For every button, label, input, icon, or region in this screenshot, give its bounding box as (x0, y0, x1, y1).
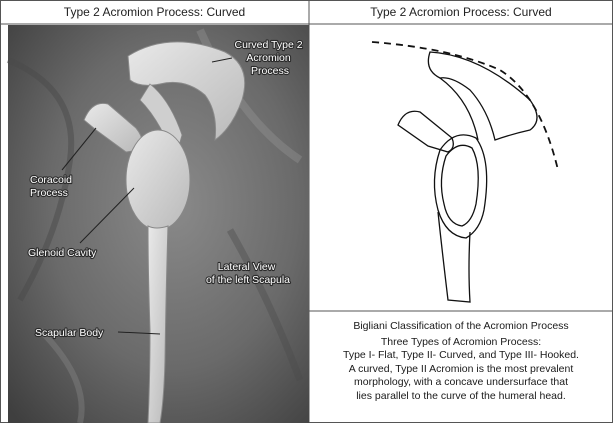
caption-heading: Bigliani Classification of the Acromion … (312, 320, 610, 334)
label-coracoid-line1: Coracoid (30, 174, 72, 186)
caption: Bigliani Classification of the Acromion … (312, 320, 610, 404)
label-lateral-view: Lateral View of the left Scapula (206, 261, 290, 286)
right-panel-title: Type 2 Acromion Process: Curved (309, 0, 613, 24)
left-panel-title: Type 2 Acromion Process: Curved (0, 0, 309, 24)
scapula-photo: Curved Type 2 Acromion Process Coracoid … (8, 25, 309, 423)
label-acromion-line2: Acromion (246, 52, 291, 64)
caption-line: Type I- Flat, Type II- Curved, and Type … (312, 349, 610, 363)
label-coracoid-line2: Process (30, 187, 68, 199)
label-lateral-view-line1: Lateral View (218, 261, 276, 273)
label-acromion-line1: Curved Type 2 (234, 39, 302, 51)
label-glenoid: Glenoid Cavity (28, 247, 97, 259)
label-acromion-line3: Process (251, 65, 289, 77)
label-lateral-view-line2: of the left Scapula (206, 274, 290, 286)
caption-line: morphology, with a concave undersurface … (312, 376, 610, 390)
caption-line: A curved, Type II Acromion is the most p… (312, 363, 610, 377)
label-scapular-body: Scapular Body (35, 327, 104, 339)
caption-line: lies parallel to the curve of the humera… (312, 390, 610, 404)
caption-subheading: Three Types of Acromion Process: (312, 336, 610, 350)
